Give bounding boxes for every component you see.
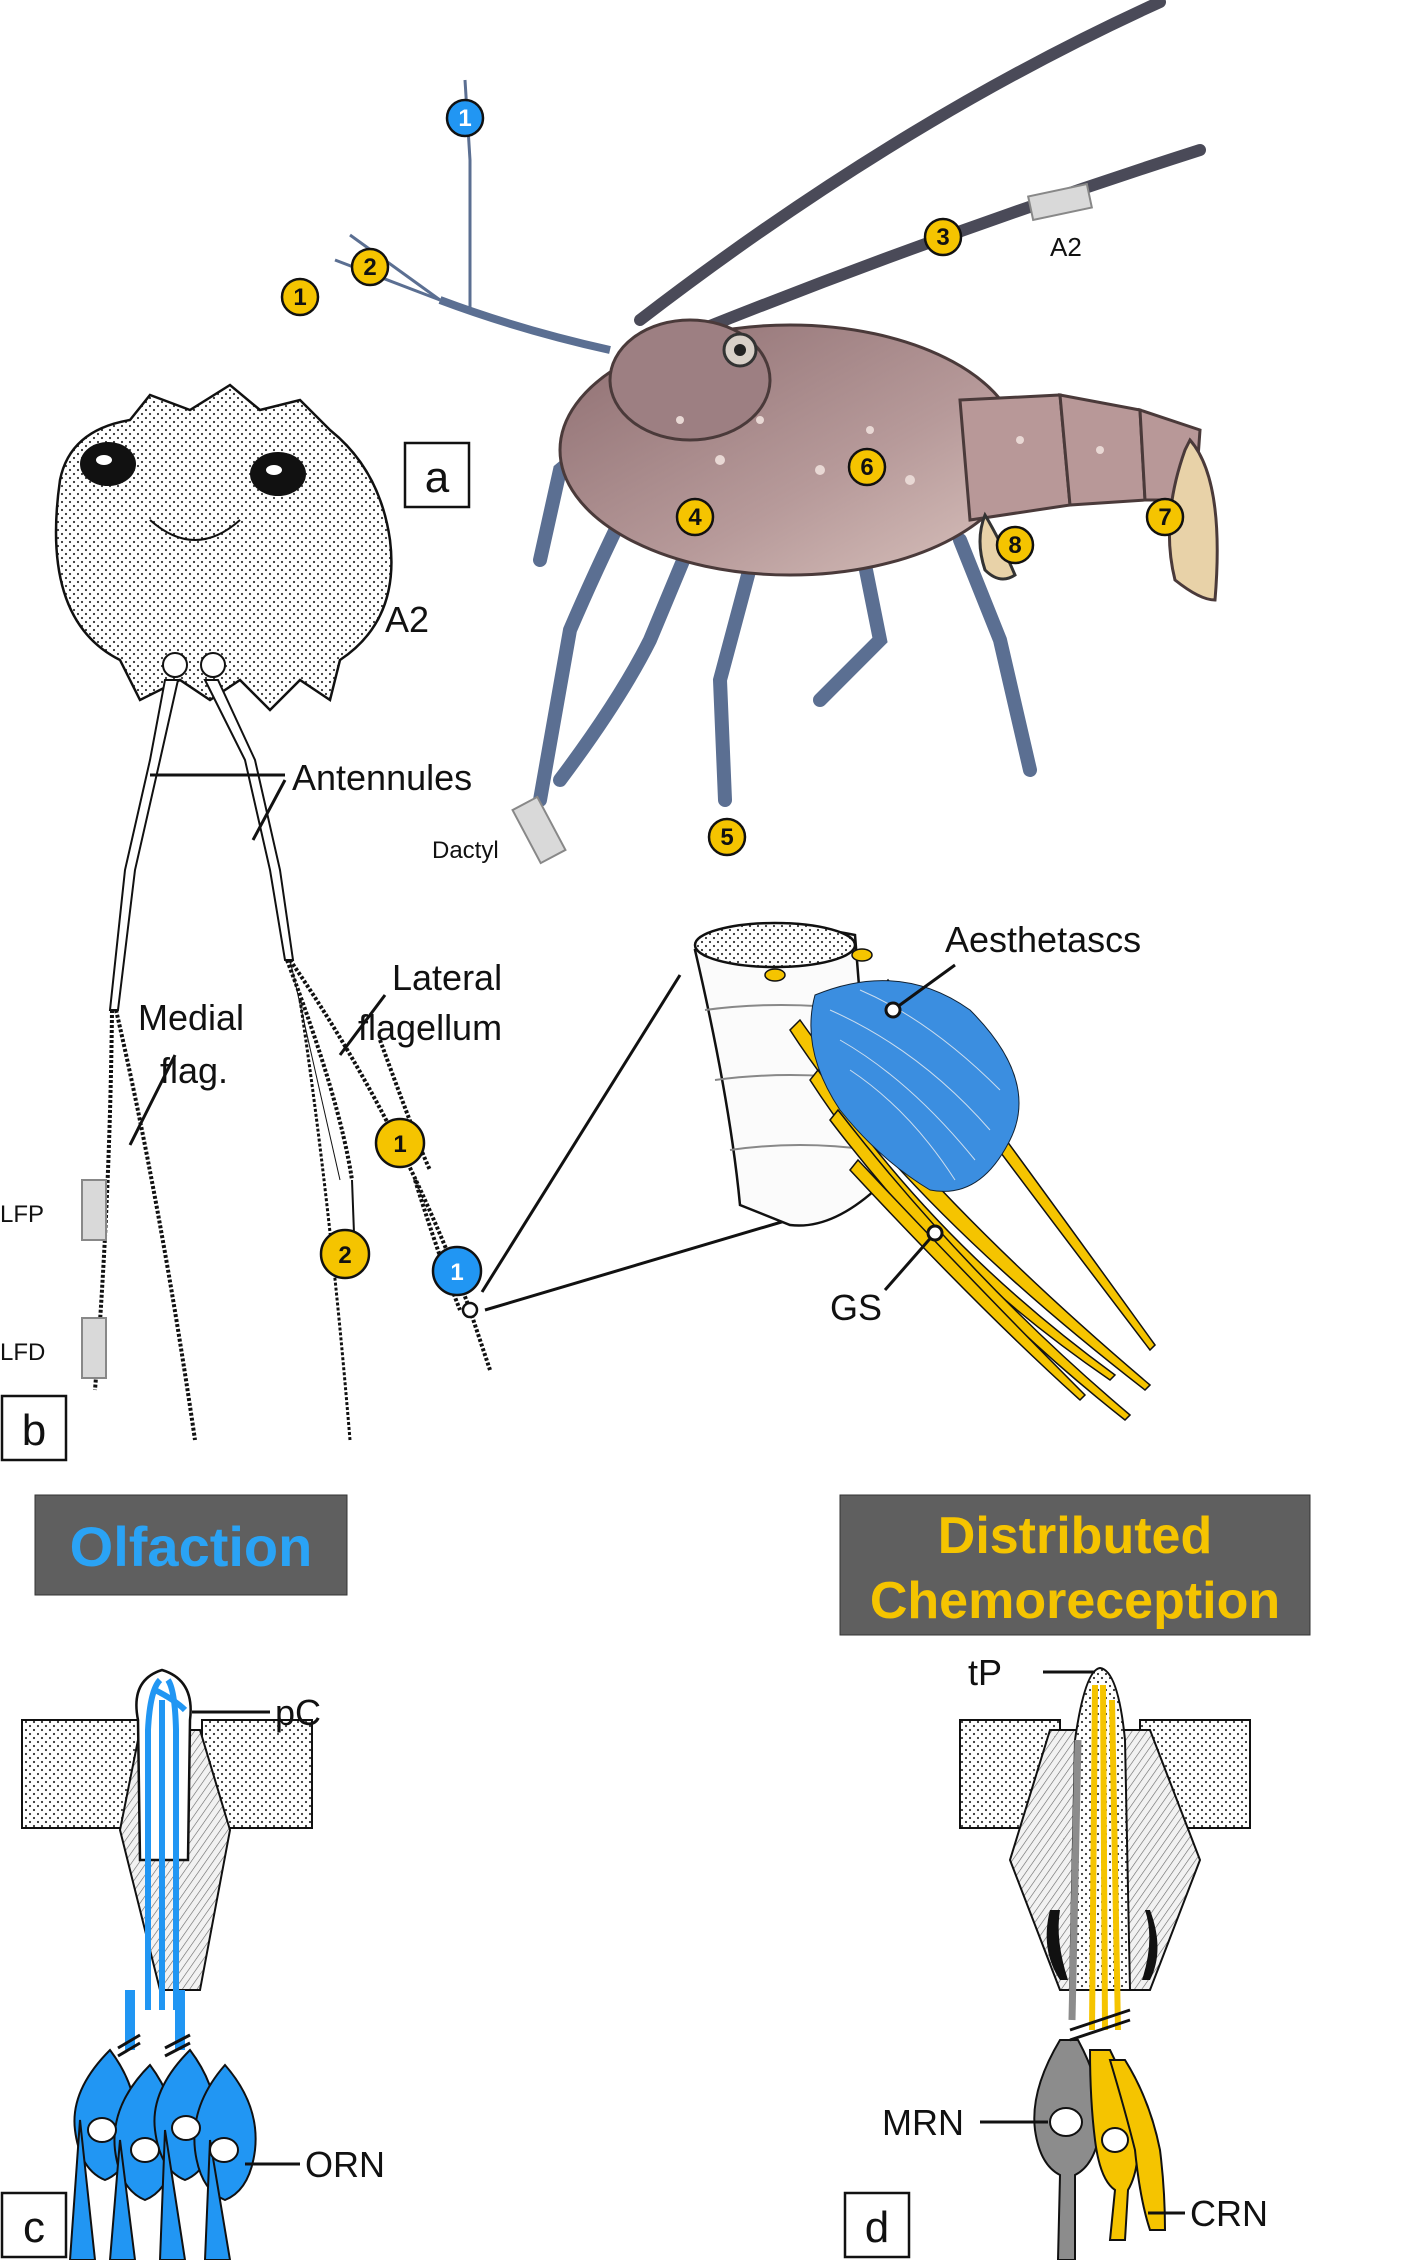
panel-b-head-illustration (54, 383, 393, 712)
panel-c-letter: c (23, 2203, 45, 2252)
lfd-label: LFD (0, 1339, 45, 1366)
svg-text:3: 3 (936, 224, 949, 251)
lateral-flag-leader (338, 994, 387, 1056)
badge-a-yellow-5: 5 (707, 817, 747, 857)
svg-text:2: 2 (363, 254, 376, 281)
tp-label: tP (968, 1652, 1002, 1693)
pc-label: pC (275, 1692, 321, 1733)
distributed-title-line1: Distributed (938, 1507, 1212, 1565)
svg-text:7: 7 (1158, 504, 1171, 531)
gs-dot (926, 1224, 944, 1242)
a2-segment-marker (1026, 182, 1094, 222)
orn-label: ORN (305, 2144, 385, 2185)
svg-text:4: 4 (688, 504, 702, 531)
sample-point-marker (461, 1301, 479, 1319)
aesthetascs-dot (884, 1001, 902, 1019)
aesthetascs-label: Aesthetascs (945, 919, 1141, 960)
svg-text:5: 5 (720, 824, 733, 851)
panel-c-box (0, 2191, 68, 2259)
panel-a-letter: a (425, 453, 450, 502)
badge-a-yellow-2: 2 (350, 247, 390, 287)
dactyl-label: Dactyl (432, 837, 499, 864)
svg-text:6: 6 (860, 454, 873, 481)
antennules-leader-right (251, 779, 287, 841)
badge-a-yellow-6: 6 (847, 447, 887, 487)
badge-a-yellow-8: 8 (995, 525, 1035, 565)
antennule-peduncles (108, 679, 295, 1011)
medial-flag-label-2: flag. (160, 1050, 228, 1091)
aesthetascs-leader (892, 963, 956, 1012)
badge-b-blue-1: 1 (431, 1245, 483, 1297)
svg-text:8: 8 (1008, 532, 1021, 559)
lfp-marker (81, 1179, 107, 1241)
panel-d-box (843, 2191, 911, 2259)
panel-a-lobster-illustration (334, 0, 1219, 807)
svg-text:1: 1 (458, 105, 471, 132)
mrn-label: MRN (882, 2102, 964, 2143)
badge-a-yellow-1: 1 (280, 277, 320, 317)
panel-a-box (403, 441, 471, 509)
zoom-line-upper (480, 974, 682, 1293)
badge-a-yellow-3: 3 (923, 217, 963, 257)
lateral-flagellum-label-2: flagellum (358, 1007, 502, 1048)
svg-text:1: 1 (450, 1259, 463, 1286)
panel-b-letter: b (22, 1406, 46, 1455)
antennules-label: Antennules (292, 757, 472, 798)
badge-a-yellow-7: 7 (1145, 497, 1185, 537)
crn-label: CRN (1190, 2193, 1268, 2234)
svg-text:1: 1 (393, 1131, 406, 1158)
a2-top-label: A2 (1050, 232, 1082, 262)
annulus-zoom-illustration (693, 921, 1156, 1422)
gs-leader (883, 1232, 937, 1291)
panel-d-sensillum-diagram (959, 1666, 1251, 2260)
olfaction-title: Olfaction (70, 1515, 313, 1578)
dactyl-marker (511, 795, 567, 865)
panel-b-box (0, 1394, 68, 1462)
distributed-chemoreception-banner: Distributed Chemoreception (839, 1494, 1311, 1636)
panel-c-aesthetasc-diagram (21, 1668, 313, 2260)
lfp-label: LFP (0, 1201, 44, 1228)
medial-flag-leader (128, 1054, 177, 1146)
gs-label: GS (830, 1287, 882, 1328)
svg-text:2: 2 (338, 1242, 351, 1269)
zoom-line-lower (484, 1216, 796, 1312)
panel-d-letter: d (865, 2203, 889, 2252)
svg-text:1: 1 (293, 284, 306, 311)
badge-a-yellow-4: 4 (675, 497, 715, 537)
lateral-flagellum-label-1: Lateral (392, 957, 502, 998)
a2-left-label: A2 (385, 599, 429, 640)
distributed-title-line2: Chemoreception (870, 1572, 1280, 1630)
lfd-marker (81, 1317, 107, 1379)
badge-a-blue-1: 1 (445, 98, 485, 138)
olfaction-banner: Olfaction (34, 1494, 348, 1596)
badge-b-yellow-1: 1 (374, 1117, 426, 1169)
badge-b-yellow-2: 2 (319, 1228, 371, 1280)
medial-flag-label-1: Medial (138, 997, 244, 1038)
